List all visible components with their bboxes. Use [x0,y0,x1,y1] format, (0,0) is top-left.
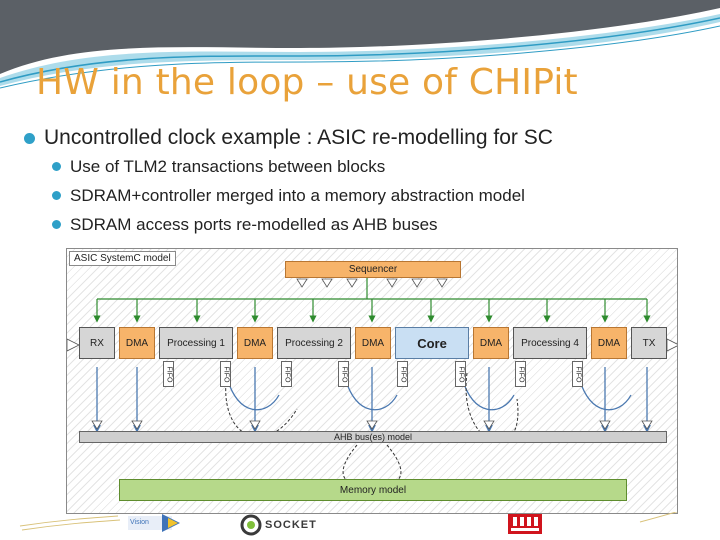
processing-block: Processing 4 [513,327,587,359]
dma-block: DMA [591,327,627,359]
fifo-block: FIFO [338,361,349,387]
socket-logo-icon [240,514,262,536]
fifo-block: FIFO [163,361,174,387]
fifo-block: FIFO [455,361,466,387]
subbullet-text: Use of TLM2 transactions between blocks [70,156,386,176]
core-block: Core [395,327,469,359]
dma-block: DMA [119,327,155,359]
bullet-list: Uncontrolled clock example : ASIC re-mod… [24,124,714,239]
partner-logo-icon [128,514,180,532]
partner-logo-text: Vision [130,519,149,526]
diagram-wires [67,277,677,488]
subbullet-text: SDRAM access ports re-modelled as AHB bu… [70,214,438,234]
dma-block: DMA [473,327,509,359]
company-logo [508,512,542,534]
subbullet-text: SDRAM+controller merged into a memory ab… [70,185,525,205]
decorative-lines [19,512,678,531]
fifo-block: FIFO [515,361,526,387]
asic-systemc-diagram: ASIC SystemC model Sequencer RX DMA Proc… [66,248,678,514]
fifo-block: FIFO [572,361,583,387]
fifo-block: FIFO [281,361,292,387]
socket-logo-text: SOCKET [265,519,317,531]
bullet-text: Uncontrolled clock example : ASIC re-mod… [44,126,553,149]
company-logo-icon [508,514,542,534]
tx-block: TX [631,327,667,359]
processing-block: Processing 2 [277,327,351,359]
sequencer-block: Sequencer [285,261,461,278]
subbullet-item: SDRAM+controller merged into a memory ab… [24,181,714,210]
bullet-icon [52,162,61,171]
rx-block: RX [79,327,115,359]
dma-block: DMA [237,327,273,359]
processing-block: Processing 1 [159,327,233,359]
fifo-block: FIFO [397,361,408,387]
fifo-block: FIFO [220,361,231,387]
memory-model-block: Memory model [119,479,627,501]
bullet-icon [52,191,61,200]
socket-logo: SOCKET [240,514,317,536]
bullet-icon [24,132,35,144]
bullet-icon [52,220,61,229]
subbullet-item: SDRAM access ports re-modelled as AHB bu… [24,210,714,239]
diagram-label: ASIC SystemC model [69,251,176,266]
slide-title: HW in the loop – use of CHIPit [36,62,578,103]
partner-logo: Vision [128,512,188,534]
subbullet-item: Use of TLM2 transactions between blocks [24,152,714,181]
header-band [0,0,720,89]
ahb-bus-block: AHB bus(es) model [79,431,667,443]
footer-logos: Vision SOCKET [0,512,720,540]
dma-block: DMA [355,327,391,359]
bullet-item: Uncontrolled clock example : ASIC re-mod… [24,124,714,152]
